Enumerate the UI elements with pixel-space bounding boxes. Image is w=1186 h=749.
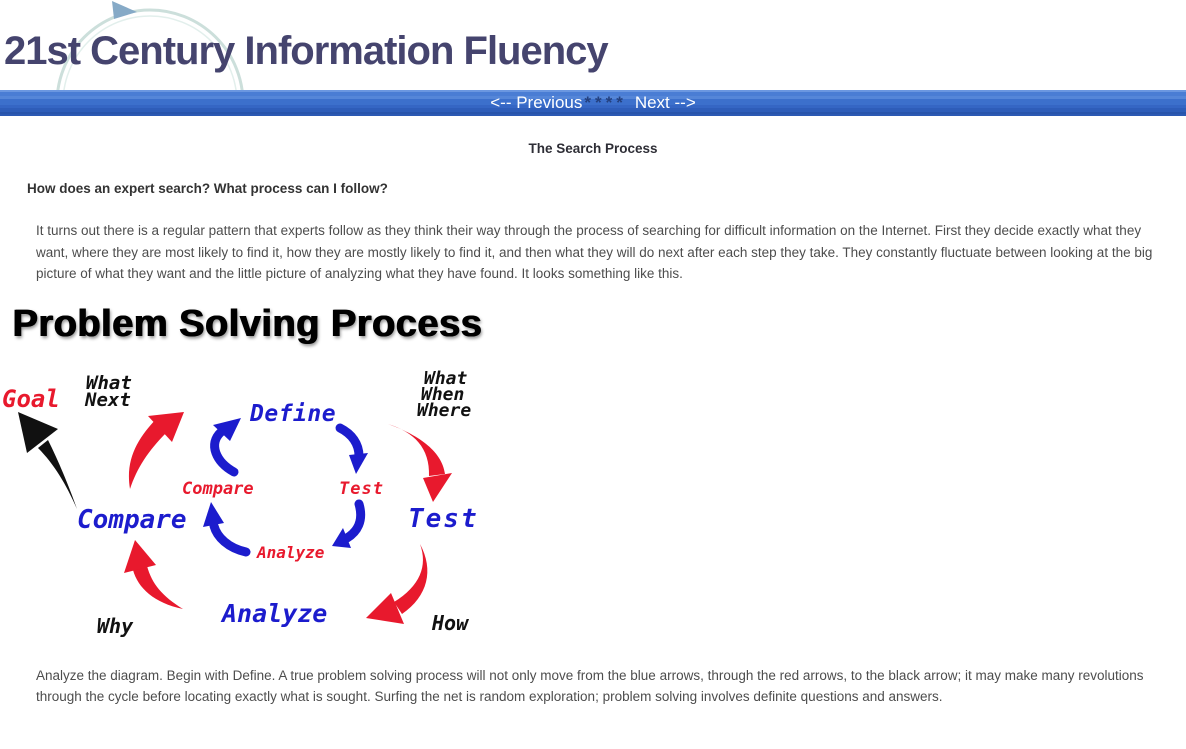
red-arrow-test-to-analyze: [366, 543, 428, 624]
problem-solving-diagram: Goal What Next Define What When Where Co…: [2, 368, 479, 638]
how-label: How: [431, 611, 469, 635]
define-label: Define: [249, 401, 336, 427]
blue-arrow-define-to-test: [335, 423, 368, 474]
blue-arrow-compare-to-define: [210, 417, 241, 476]
main-content: The Search Process How does an expert se…: [0, 141, 1186, 708]
site-header: 21st Century Information Fluency: [0, 0, 1186, 90]
analyze-label: Analyze: [220, 599, 327, 628]
black-arrow-compare-to-goal: [18, 411, 77, 509]
blue-arrow-test-to-analyze: [332, 499, 366, 548]
blue-arrow-analyze-to-compare: [203, 501, 251, 556]
page-title: The Search Process: [528, 141, 658, 156]
site-title: 21st Century Information Fluency: [4, 29, 609, 73]
what-when-where-label-line1: What: [424, 368, 468, 389]
question-heading: How does an expert search? What process …: [27, 181, 388, 196]
inner-analyze-label: Analyze: [256, 543, 325, 562]
nav-bar: <-- Previous **** Next -->: [0, 90, 1186, 116]
test-label: Test: [408, 504, 479, 534]
page: 21st Century Information Fluency <-- Pre…: [0, 0, 1186, 708]
previous-link[interactable]: <-- Previous: [490, 93, 583, 112]
what-next-label-line1: What: [86, 372, 132, 394]
logo-arc-icon: [56, 1, 244, 90]
what-when-where-label-line3: Where: [417, 400, 471, 421]
what-when-where-label-line2: When: [421, 384, 464, 405]
diagram-title: Problem Solving Process: [12, 302, 482, 345]
inner-compare-label: Compare: [182, 479, 254, 499]
goal-label: Goal: [2, 385, 60, 413]
next-link[interactable]: Next -->: [634, 93, 696, 112]
play-triangle-icon: [112, 1, 137, 19]
red-arrow-define-to-test: [388, 423, 452, 502]
red-arrow-analyze-to-compare: [124, 539, 183, 609]
inner-test-label: Test: [339, 479, 384, 499]
closing-paragraph: Analyze the diagram. Begin with Define. …: [36, 667, 1144, 705]
red-arrow-compare-to-define: [128, 411, 184, 489]
compare-label: Compare: [77, 505, 187, 535]
what-next-label-line2: Next: [84, 389, 131, 411]
why-label: Why: [97, 614, 134, 638]
intro-paragraph: It turns out there is a regular pattern …: [36, 223, 1153, 281]
nav-separator: ****: [584, 93, 627, 112]
